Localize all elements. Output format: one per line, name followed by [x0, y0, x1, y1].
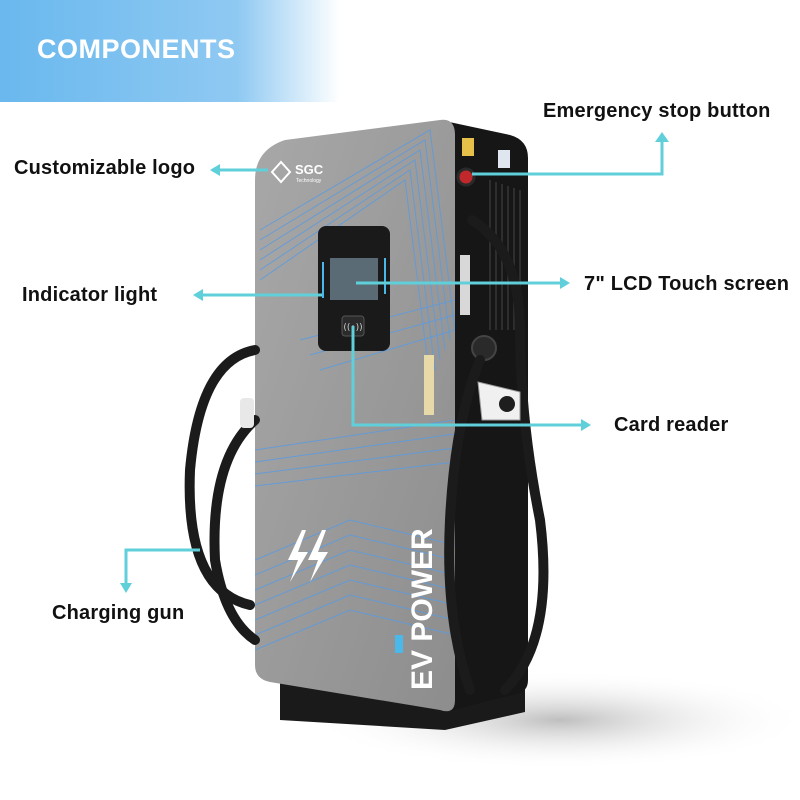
- right-cable: [444, 215, 549, 695]
- ev-power-label: EV POWER: [406, 528, 439, 690]
- callout-lines: [124, 140, 664, 585]
- gun-handle-sticker: [424, 355, 434, 415]
- callout-arrowheads: [120, 132, 669, 593]
- left-gun-plug[interactable]: [240, 398, 254, 428]
- logo-sub: Technology: [296, 178, 322, 184]
- warning-sticker: [462, 138, 474, 156]
- callout-logo: Customizable logo: [14, 157, 196, 179]
- indicator-light-left: [322, 262, 324, 298]
- logo-brand: SGC: [295, 162, 324, 177]
- emergency-stop-button[interactable]: [456, 167, 476, 187]
- gun-socket: [499, 396, 515, 412]
- callout-indicator: Indicator light: [22, 284, 158, 306]
- callout-lcd: 7" LCD Touch screen: [584, 273, 790, 295]
- info-sticker: [498, 150, 510, 168]
- indicator-light-right: [384, 258, 386, 294]
- callout-emergency: Emergency stop button: [543, 100, 771, 122]
- blue-pattern: [255, 129, 455, 651]
- accent-stripe: [395, 635, 403, 653]
- section-banner: COMPONENTS: [0, 0, 340, 102]
- lightning-icon: [288, 530, 328, 582]
- lcd-screen[interactable]: [330, 258, 378, 300]
- callout-card: Card reader: [614, 414, 729, 436]
- sgc-logo: SGC Technology: [270, 160, 324, 184]
- label-sticker: [460, 255, 470, 315]
- gun-holster: [471, 335, 497, 361]
- banner-title: COMPONENTS: [37, 34, 236, 64]
- left-cable: [184, 345, 260, 645]
- callout-gun: Charging gun: [52, 602, 185, 624]
